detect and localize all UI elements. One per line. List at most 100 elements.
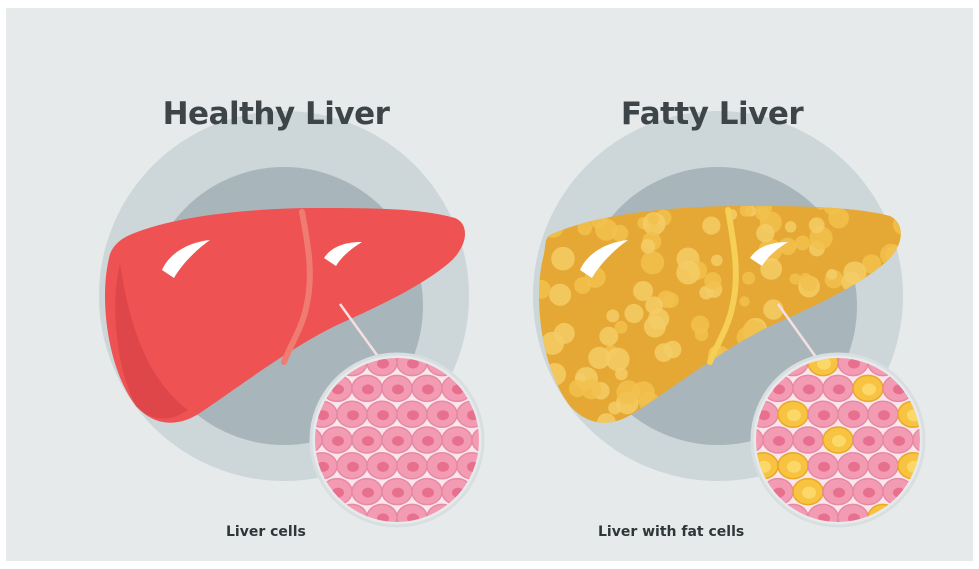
cell-nucleus bbox=[482, 384, 494, 394]
panel-caption: Liver with fat cells bbox=[598, 524, 744, 540]
liver-cell bbox=[472, 479, 502, 505]
cell-nucleus bbox=[362, 436, 374, 446]
fat-deposit-dot bbox=[704, 272, 721, 289]
cell-nucleus bbox=[848, 410, 860, 420]
cell-nucleus bbox=[833, 384, 845, 394]
cell-nucleus bbox=[362, 488, 374, 498]
liver-cell bbox=[733, 479, 763, 505]
fat-deposit-dot bbox=[616, 380, 640, 404]
cell-nucleus bbox=[923, 384, 935, 394]
liver-cell bbox=[262, 479, 292, 505]
liver-cell bbox=[853, 530, 883, 556]
liver-cell bbox=[898, 350, 928, 376]
cell-nucleus bbox=[727, 512, 741, 524]
fat-deposit-dot bbox=[551, 247, 575, 271]
cell-nucleus bbox=[497, 410, 509, 420]
cell-nucleus bbox=[938, 359, 950, 369]
fat-cell bbox=[913, 479, 943, 505]
liver-cell bbox=[352, 530, 382, 556]
fat-deposit-dot bbox=[739, 296, 749, 306]
liver-cell bbox=[883, 530, 913, 556]
liver-cell bbox=[442, 530, 472, 556]
cell-nucleus bbox=[422, 488, 434, 498]
cell-nucleus bbox=[863, 539, 875, 549]
panel-caption: Liver cells bbox=[226, 524, 306, 540]
cell-nucleus bbox=[467, 513, 479, 523]
cell-nucleus bbox=[922, 487, 936, 499]
liver-cell bbox=[502, 479, 510, 505]
liver-cell bbox=[487, 350, 510, 376]
cell-nucleus bbox=[392, 436, 404, 446]
panel-title: Fatty Liver bbox=[492, 96, 932, 132]
liver-cell bbox=[502, 324, 510, 350]
liver-cell bbox=[472, 427, 502, 453]
liver-cell bbox=[928, 350, 952, 376]
cell-nucleus bbox=[712, 487, 726, 499]
cell-nucleus bbox=[497, 359, 509, 369]
fat-deposit-dot bbox=[615, 321, 628, 334]
liver-cell bbox=[412, 530, 442, 556]
cell-nucleus bbox=[407, 410, 419, 420]
cell-nucleus bbox=[422, 436, 434, 446]
illustration-frame: Healthy Liver Liver cells Fatty Li bbox=[6, 8, 973, 561]
cell-nucleus bbox=[803, 384, 815, 394]
fatty-liver-panel: Fatty Liver Liver with fat cells bbox=[512, 8, 952, 561]
cell-nucleus bbox=[377, 410, 389, 420]
liver-cell bbox=[322, 530, 352, 556]
cell-nucleus bbox=[863, 436, 875, 446]
liver-cell bbox=[307, 504, 337, 530]
cell-nucleus bbox=[392, 539, 404, 549]
cell-nucleus bbox=[787, 409, 801, 421]
liver-cell bbox=[487, 453, 510, 479]
cell-nucleus bbox=[893, 539, 905, 549]
fat-deposit-dot bbox=[537, 202, 547, 212]
cell-nucleus bbox=[467, 359, 479, 369]
fat-cell bbox=[913, 530, 943, 556]
liver-cell bbox=[472, 375, 502, 401]
cell-nucleus bbox=[332, 539, 344, 549]
fat-deposit-dot bbox=[549, 284, 571, 306]
liver-cell bbox=[457, 504, 487, 530]
fat-deposit-dot bbox=[595, 219, 617, 241]
fat-cell bbox=[943, 375, 952, 401]
cell-nucleus bbox=[272, 539, 284, 549]
liver-cell bbox=[823, 530, 853, 556]
liver-cell bbox=[502, 530, 510, 556]
fat-deposit-dot bbox=[785, 221, 796, 232]
healthy-liver-illustration bbox=[70, 8, 510, 561]
cell-nucleus bbox=[302, 488, 314, 498]
cell-nucleus bbox=[787, 461, 801, 473]
fat-deposit-dot bbox=[893, 213, 915, 235]
liver-cell bbox=[502, 427, 510, 453]
cell-nucleus bbox=[923, 333, 935, 343]
cell-nucleus bbox=[347, 462, 359, 472]
cell-nucleus bbox=[437, 410, 449, 420]
fat-deposit-dot bbox=[790, 274, 801, 285]
liver-cell bbox=[472, 530, 502, 556]
cell-nucleus bbox=[802, 538, 816, 550]
fat-deposit-dot bbox=[641, 251, 664, 274]
cell-nucleus bbox=[922, 538, 936, 550]
liver-cell bbox=[913, 427, 943, 453]
fat-deposit-dot bbox=[641, 239, 656, 254]
fat-deposit-dot bbox=[756, 224, 774, 242]
cell-nucleus bbox=[422, 384, 434, 394]
liver-cell bbox=[502, 375, 510, 401]
fat-deposit-dot bbox=[691, 316, 709, 334]
liver-cell bbox=[487, 504, 510, 530]
cell-nucleus bbox=[407, 462, 419, 472]
liver-cell bbox=[382, 530, 412, 556]
fat-cell bbox=[763, 530, 793, 556]
cell-nucleus bbox=[878, 462, 890, 472]
fat-deposit-dot bbox=[655, 343, 674, 362]
fat-cell bbox=[943, 479, 952, 505]
cell-nucleus bbox=[287, 513, 299, 523]
fat-deposit-dot bbox=[795, 236, 810, 251]
cell-nucleus bbox=[452, 539, 464, 549]
liver-cell bbox=[913, 375, 943, 401]
cell-nucleus bbox=[818, 462, 830, 472]
cell-nucleus bbox=[362, 384, 374, 394]
fat-deposit-dot bbox=[702, 217, 720, 235]
cell-nucleus bbox=[878, 410, 890, 420]
fat-deposit-dot bbox=[809, 217, 825, 233]
